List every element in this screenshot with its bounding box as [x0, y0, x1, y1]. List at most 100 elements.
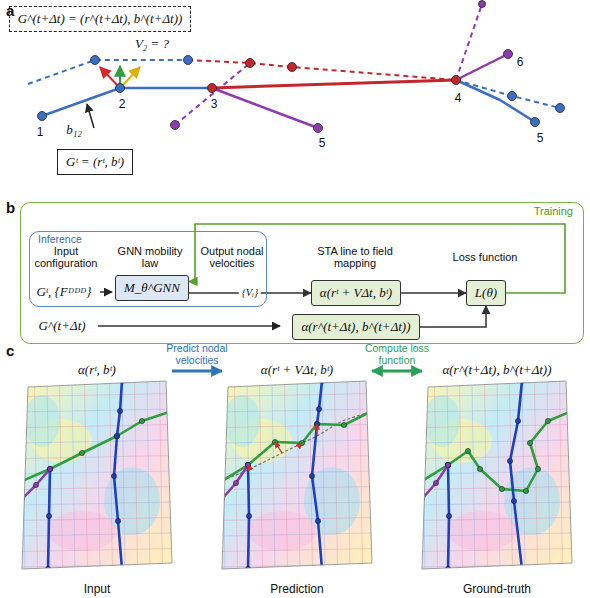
- field-image: [33, 482, 38, 487]
- dislocation-graph: [116, 84, 125, 93]
- field-image: [19, 496, 24, 501]
- dislocation-graph: [212, 88, 318, 128]
- field-image: [22, 440, 172, 443]
- loss-arrow: [372, 370, 422, 373]
- field-image: [248, 511, 316, 551]
- field-image: [222, 381, 372, 569]
- field-image: [233, 480, 238, 485]
- field-image: [247, 381, 250, 571]
- field-image: [48, 511, 116, 551]
- field-image: [248, 465, 250, 469]
- field-image: [522, 381, 525, 571]
- field-image: [422, 502, 572, 505]
- node-number: 4: [455, 91, 462, 105]
- field-image: [319, 566, 324, 571]
- field-image: [422, 381, 572, 569]
- field-image: [85, 381, 88, 571]
- graph-box: G^(t+Δt) = (r^(t+Δt), b^(t+Δt)): [9, 6, 192, 32]
- edge-label: Predict nodal velocities: [161, 342, 233, 366]
- field-image: [422, 564, 572, 567]
- dislocation-graph: [188, 60, 456, 80]
- field-image: [222, 378, 372, 381]
- field-image: [422, 440, 572, 443]
- field-image: [523, 488, 528, 493]
- step-caption: Loss function: [445, 251, 525, 263]
- training-region: TrainingInferenceM_θ^GNNα(rᵗ + VΔt, bᵗ)L…: [20, 202, 584, 344]
- predict-arrow: [172, 370, 222, 373]
- field-image: [372, 381, 375, 571]
- field-image: [422, 425, 572, 428]
- field-image: [22, 381, 172, 569]
- field-image: [172, 381, 175, 571]
- field-image: [222, 502, 372, 505]
- field-image: [22, 381, 172, 571]
- field-image: [422, 381, 572, 571]
- field-image: [447, 381, 450, 571]
- field-image: [515, 418, 520, 423]
- field-image: [22, 502, 172, 505]
- field-image: [19, 478, 24, 483]
- field-image: [114, 433, 119, 438]
- field-image: [139, 418, 144, 423]
- field-image: [497, 381, 500, 571]
- graph-formula: Gᵗ = (rᵗ, bᵗ): [66, 154, 124, 170]
- field-image: [422, 465, 448, 499]
- field-map-box: α(r^(t+Δt), b^(t+Δt)): [292, 314, 419, 340]
- field-image: [316, 406, 321, 411]
- field-image: [22, 378, 172, 381]
- field-image: [422, 411, 572, 491]
- field-image: [285, 381, 288, 571]
- dislocation-graph: [184, 56, 193, 65]
- field-image: [422, 518, 572, 521]
- field-image: [510, 381, 522, 569]
- field-image: [309, 473, 314, 478]
- graph-box: Gᵗ = (rᵗ, bᵗ): [57, 149, 133, 175]
- dislocation-graph: [556, 104, 565, 113]
- field-image: [222, 533, 372, 536]
- field-image: [219, 478, 224, 483]
- node-number: 2: [119, 97, 126, 111]
- panel-caption: Ground-truth: [463, 582, 531, 596]
- field-image: [275, 442, 282, 453]
- dislocation-graph: [504, 50, 513, 59]
- field-formula: α(r^(t+Δt), b^(t+Δt)): [301, 319, 410, 335]
- field-image: [347, 381, 350, 571]
- field-image: [419, 478, 424, 483]
- field-image: [147, 381, 150, 571]
- step-caption: STA line to field mapping: [305, 245, 405, 269]
- field-image: [22, 533, 172, 536]
- field-formula: α(rᵗ + VΔt, bᵗ): [320, 285, 392, 301]
- field-image: [47, 466, 52, 471]
- field-image: [235, 381, 238, 571]
- field-image: [97, 381, 100, 571]
- dislocation-graph: [456, 80, 535, 122]
- dislocation-graph: [171, 121, 180, 130]
- field-image: [72, 381, 75, 571]
- field-image: [160, 381, 163, 571]
- field-image: [222, 425, 372, 428]
- field-image: [445, 462, 450, 467]
- input-arrows: [100, 291, 112, 293]
- field-image: [111, 473, 116, 478]
- field-image: [422, 409, 572, 412]
- model-formula: M_θ^GNN: [124, 280, 180, 296]
- field-image: [545, 418, 550, 423]
- field-image: [222, 465, 248, 499]
- dislocation-graph: [42, 88, 212, 116]
- field-image: [222, 564, 372, 567]
- field-image: [360, 381, 363, 571]
- field-image: [222, 381, 225, 571]
- field-image: [219, 378, 375, 572]
- data-flow-arrow: [401, 292, 466, 294]
- field-image: [422, 378, 572, 381]
- edge-label: Compute loss function: [361, 342, 433, 366]
- field-image: [511, 498, 516, 503]
- field-image: [272, 381, 275, 571]
- dislocation-graph: [87, 104, 94, 128]
- field-image: [297, 381, 300, 571]
- field-image: [445, 566, 450, 571]
- field-image: [60, 381, 63, 571]
- field-image: [572, 381, 575, 571]
- field-image: [46, 513, 51, 518]
- field-image: [547, 381, 550, 571]
